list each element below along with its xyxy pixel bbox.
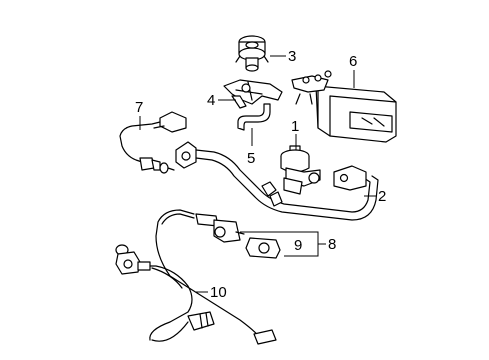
oxygen-sensor-upper [119, 111, 187, 174]
callout-6: 6 [349, 53, 357, 70]
callout-labels: 1 2 3 4 5 6 7 8 9 10 [135, 48, 386, 301]
vacuum-hose [237, 103, 271, 131]
oxygen-sensor-bottom [115, 244, 215, 342]
egr-valve [280, 145, 321, 195]
bracket [223, 79, 283, 109]
callout-2: 2 [378, 188, 386, 205]
callout-9: 9 [294, 237, 302, 254]
oxygen-sensor-lower [155, 209, 277, 345]
leader-lines [139, 55, 376, 293]
callout-5: 5 [247, 150, 255, 167]
egr-pipe [175, 141, 379, 221]
callout-10: 10 [210, 284, 227, 301]
callout-7: 7 [135, 99, 143, 116]
callout-8: 8 [328, 236, 336, 253]
charcoal-canister [291, 70, 397, 143]
callout-4: 4 [207, 92, 215, 109]
sensor-gasket [245, 237, 281, 259]
callout-1: 1 [291, 118, 299, 135]
vacuum-modulator [235, 35, 269, 72]
callout-3: 3 [288, 48, 296, 65]
